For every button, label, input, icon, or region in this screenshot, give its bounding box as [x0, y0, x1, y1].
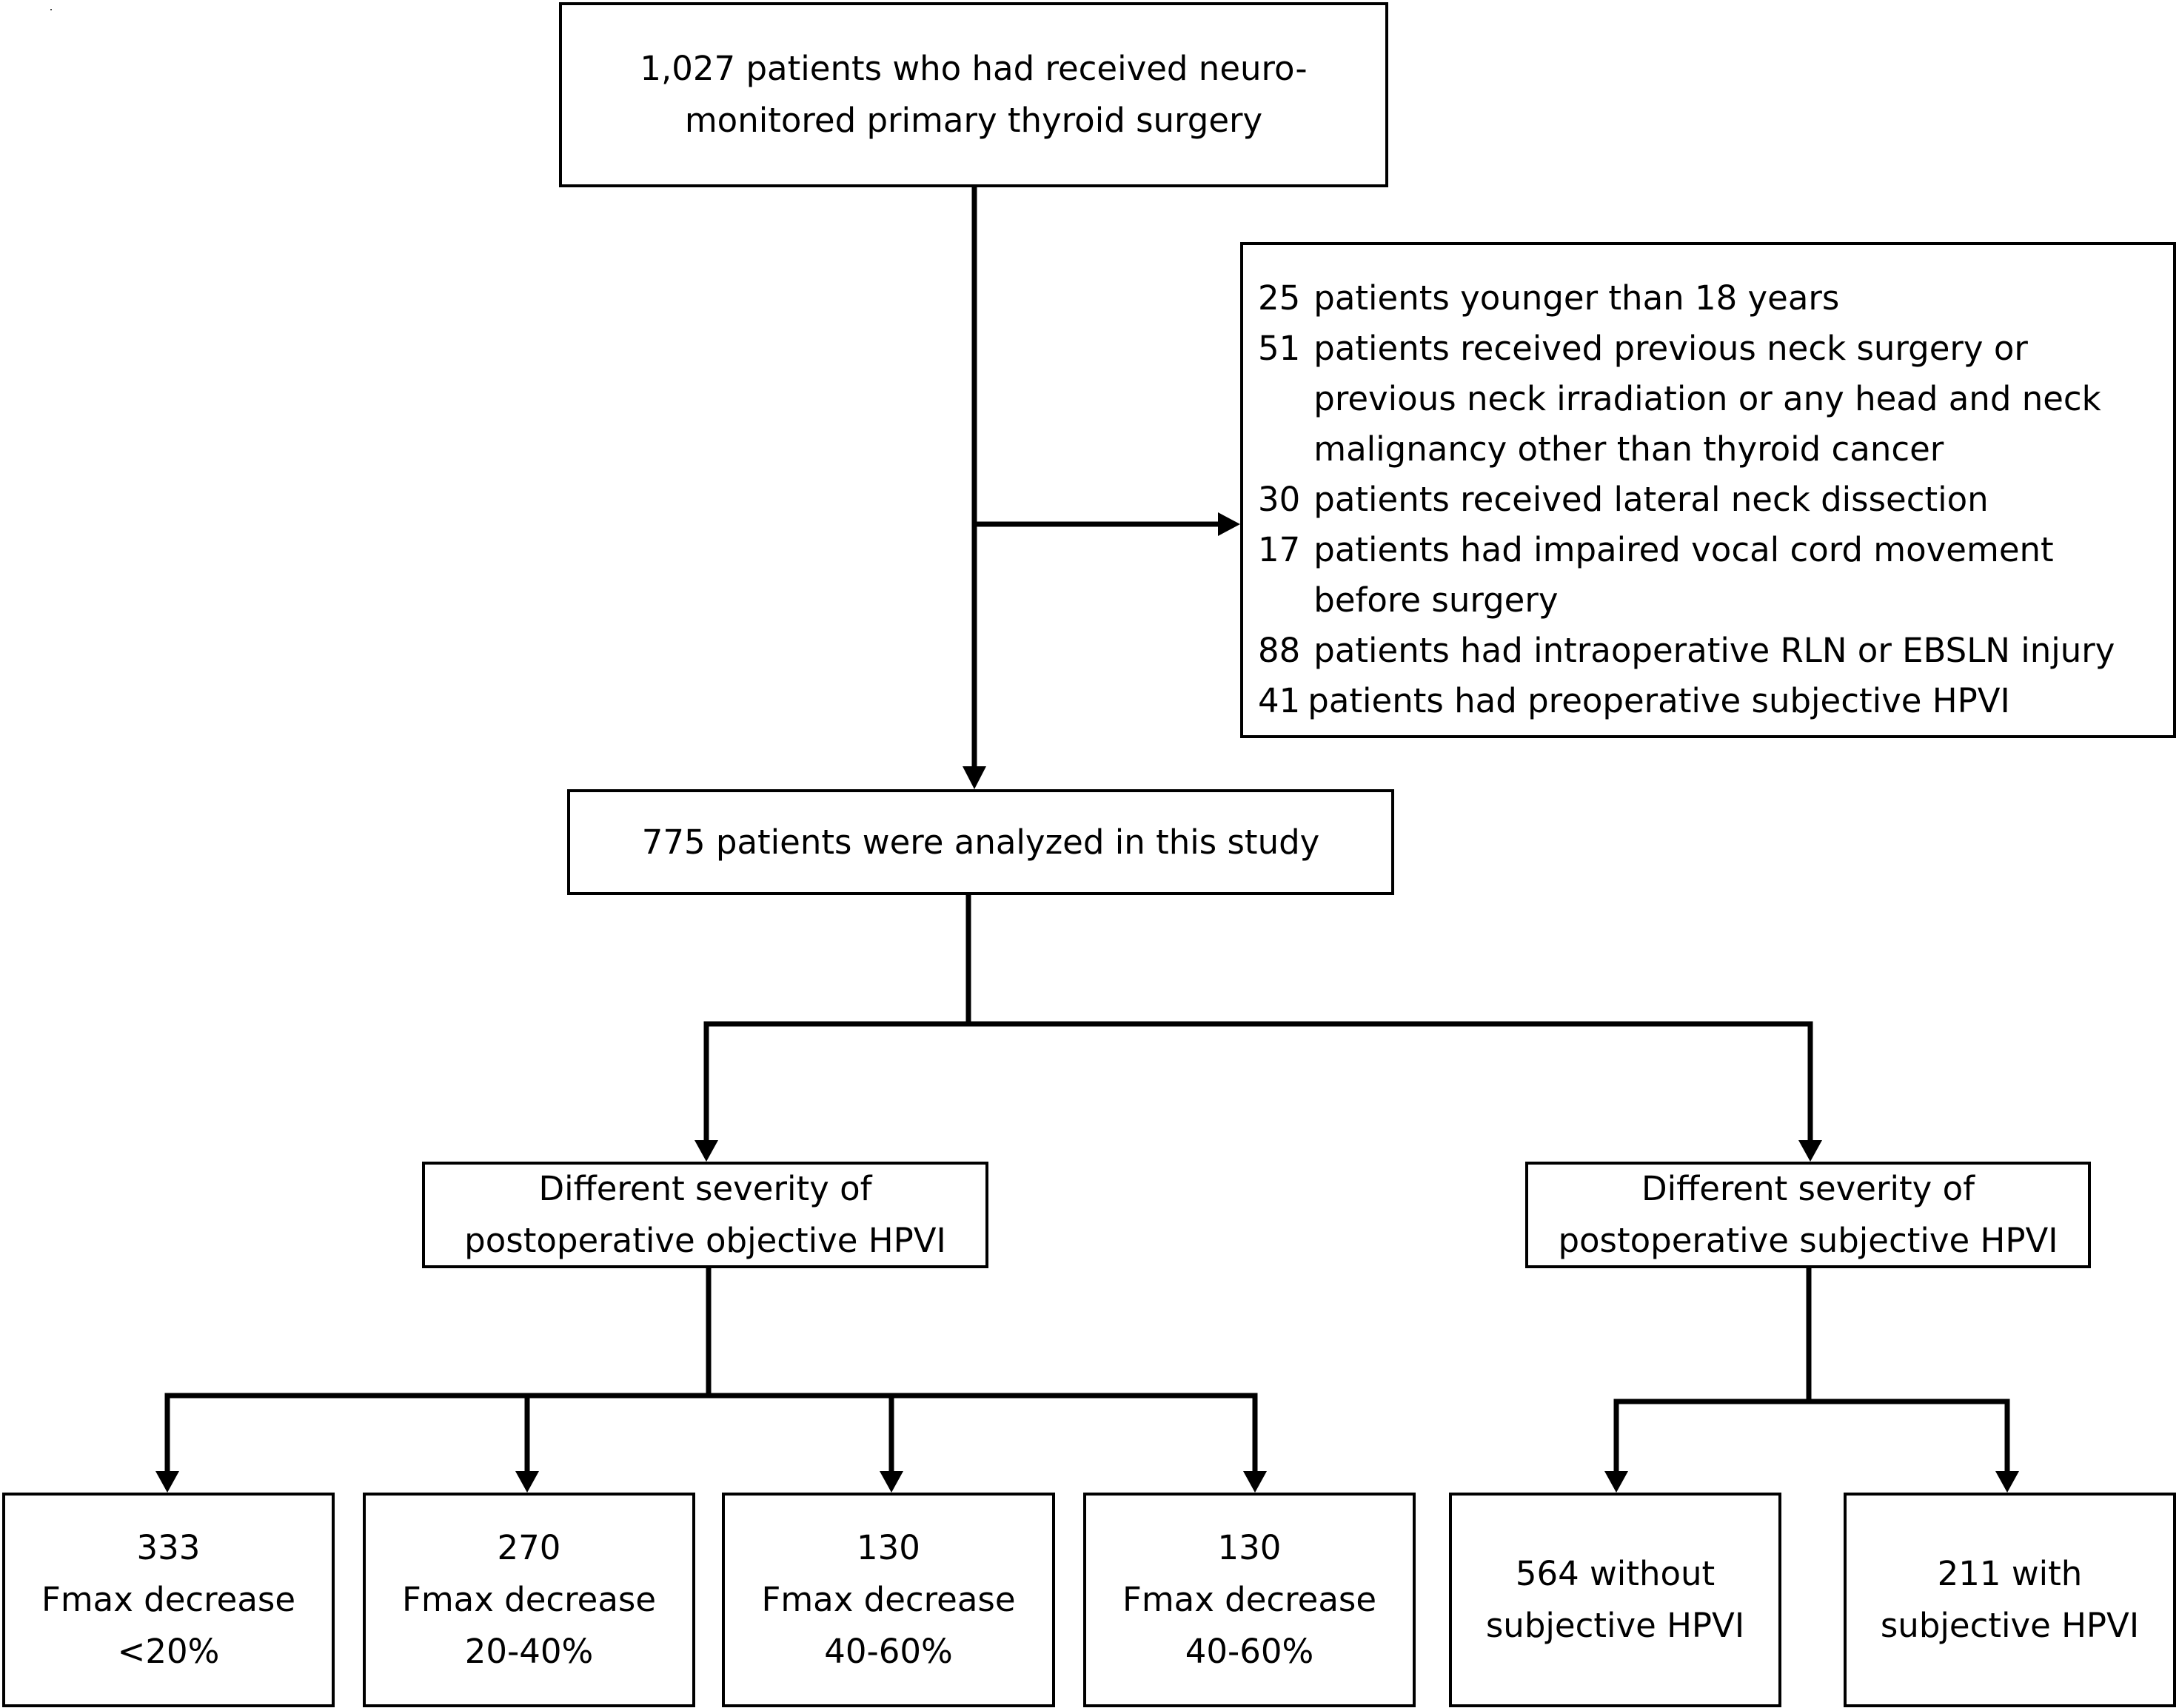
exclusion-item: 25 patients younger than 18 years	[1258, 273, 2173, 324]
exclusion-count: 25	[1258, 278, 1301, 318]
objective-line-2: postoperative objective HPVI	[464, 1221, 946, 1260]
group-count-label: 564 without	[1515, 1554, 1716, 1593]
exclusion-count: 51	[1258, 329, 1301, 368]
objective-group-box: 130 Fmax decrease 40-60%	[1083, 1493, 1416, 1707]
exclusion-criteria-box: 25 patients younger than 18 years 51 pat…	[1240, 242, 2176, 738]
arrowhead-to-objective	[694, 1140, 718, 1162]
analyzed-line: 775 patients were analyzed in this study	[641, 822, 1320, 862]
subjective-group-box: 564 without subjective HPVI	[1449, 1493, 1781, 1707]
arrowhead-to-obj-1	[515, 1471, 539, 1493]
stray-dot	[50, 9, 52, 10]
group-count: 333	[136, 1528, 201, 1567]
exclusion-count: 17	[1258, 530, 1301, 569]
group-label: Fmax decrease	[41, 1580, 296, 1619]
group-count: 130	[1217, 1528, 1282, 1567]
group-label: subjective HPVI	[1880, 1606, 2140, 1645]
exclusion-item: 41 patients had preoperative subjective …	[1258, 676, 2173, 726]
group-count: 270	[497, 1528, 561, 1567]
subjective-group-box: 211 with subjective HPVI	[1844, 1493, 2176, 1707]
objective-line-1: Different severity of	[538, 1169, 872, 1208]
objective-group-box: 130 Fmax decrease 40-60%	[722, 1493, 1055, 1707]
arrowhead-to-obj-3	[1243, 1471, 1267, 1493]
arrowhead-to-subjective	[1798, 1140, 1822, 1162]
group-label: Fmax decrease	[761, 1580, 1016, 1619]
subjective-line-1: Different severity of	[1641, 1169, 1975, 1208]
group-label: subjective HPVI	[1485, 1606, 1745, 1645]
exclusion-text: patients received lateral neck dissectio…	[1313, 480, 1989, 519]
exclusion-text: patients had impaired vocal cord movemen…	[1313, 530, 2054, 569]
exclusion-text: patients had preoperative subjective HPV…	[1308, 681, 2010, 720]
arrowhead-to-subj-0	[1604, 1471, 1628, 1493]
exclusion-text: patients younger than 18 years	[1313, 278, 1840, 318]
exclusion-count: 41	[1258, 681, 1301, 720]
exclusion-item: 30 patients received lateral neck dissec…	[1258, 475, 2173, 525]
objective-group-box: 333 Fmax decrease <20%	[2, 1493, 335, 1707]
group-label: Fmax decrease	[1122, 1580, 1377, 1619]
start-line-1: 1,027 patients who had received neuro-	[640, 49, 1308, 88]
subjective-hpvi-box: Different severity of postoperative subj…	[1525, 1162, 2091, 1268]
exclusion-count: 30	[1258, 480, 1301, 519]
arrowhead-to-obj-2	[880, 1471, 903, 1493]
exclusion-text: patients had intraoperative RLN or EBSLN…	[1313, 631, 2115, 670]
group-count-label: 211 with	[1937, 1554, 2083, 1593]
group-range: <20%	[117, 1632, 220, 1671]
analyzed-population-box: 775 patients were analyzed in this study	[567, 789, 1394, 895]
exclusion-text: before surgery	[1313, 580, 1559, 620]
exclusion-text: previous neck irradiation or any head an…	[1313, 379, 2101, 418]
group-count: 130	[857, 1528, 920, 1567]
objective-hpvi-box: Different severity of postoperative obje…	[422, 1162, 988, 1268]
exclusion-item: 88 patients had intraoperative RLN or EB…	[1258, 626, 2173, 676]
arrowhead-to-obj-0	[155, 1471, 179, 1493]
start-line-2: monitored primary thyroid surgery	[684, 101, 1263, 140]
group-range: 40-60%	[1185, 1632, 1314, 1671]
start-population-box: 1,027 patients who had received neuro- m…	[559, 2, 1388, 187]
exclusion-text: patients received previous neck surgery …	[1313, 329, 2028, 368]
objective-group-box: 270 Fmax decrease 20-40%	[363, 1493, 695, 1707]
arrowhead-to-analyzed	[963, 766, 986, 789]
group-range: 40-60%	[824, 1632, 953, 1671]
group-range: 20-40%	[464, 1632, 594, 1671]
subjective-line-2: postoperative subjective HPVI	[1558, 1221, 2058, 1260]
arrowhead-to-exclusions	[1218, 512, 1240, 536]
exclusion-item: 17 patients had impaired vocal cord move…	[1258, 525, 2173, 626]
arrowhead-to-subj-1	[1995, 1471, 2019, 1493]
exclusion-text: malignancy other than thyroid cancer	[1313, 429, 1944, 469]
exclusion-count: 88	[1258, 631, 1301, 670]
exclusion-item: 51 patients received previous neck surge…	[1258, 324, 2173, 475]
group-label: Fmax decrease	[401, 1580, 657, 1619]
